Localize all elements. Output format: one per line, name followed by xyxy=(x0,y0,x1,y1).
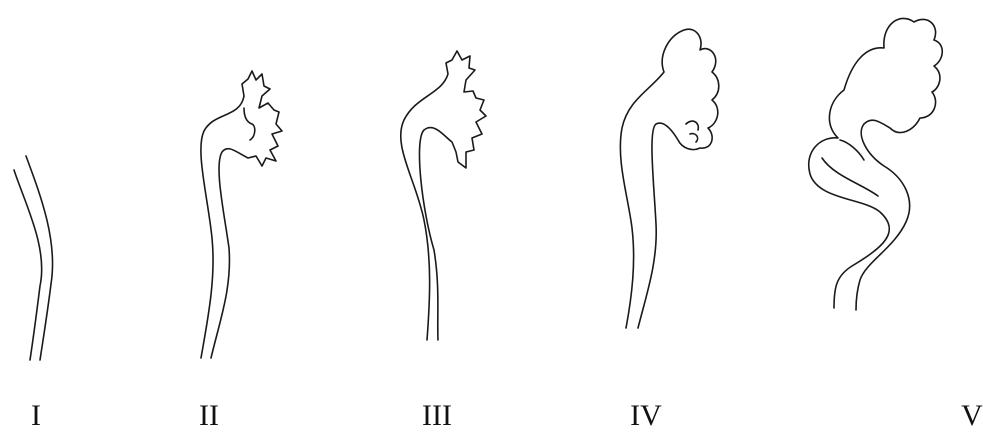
stage-1-tube-left-wall xyxy=(14,170,42,360)
stage-3-tube xyxy=(401,51,486,340)
stage-3-tube-outer-wall xyxy=(401,51,486,340)
stage-4-tube-cap-detail xyxy=(686,121,698,142)
stage-label-4: IV xyxy=(630,398,662,434)
stage-5-tube-outer-wall xyxy=(809,18,943,310)
stage-1-tube xyxy=(14,156,53,360)
stage-5-tube xyxy=(809,18,943,310)
stage-label-5: V xyxy=(961,398,983,434)
stage-2-tube xyxy=(201,71,282,358)
stage-label-2: II xyxy=(199,398,219,434)
stage-2-tube-outer-wall xyxy=(201,71,282,358)
stage-4-tube xyxy=(620,29,718,328)
stage-label-1: I xyxy=(31,398,41,434)
stage-4-tube-outer-wall xyxy=(620,29,718,328)
stage-1-tube-right-wall xyxy=(26,156,53,360)
stage-5-tube-inner-wall xyxy=(822,140,878,196)
stage-label-3: III xyxy=(422,398,452,434)
stage-2-tube-inner-wall xyxy=(244,108,255,140)
